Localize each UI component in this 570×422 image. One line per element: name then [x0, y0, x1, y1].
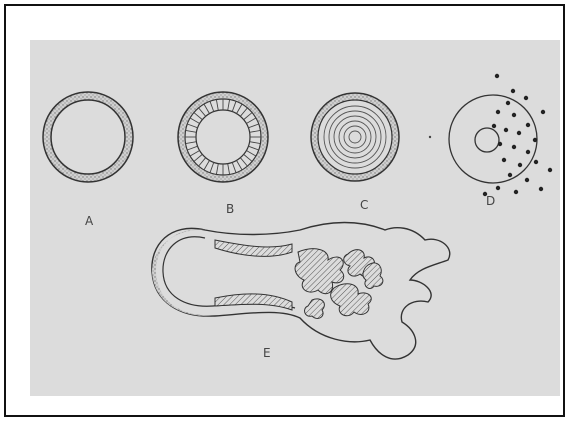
- figure-c-concentric-rings: [311, 93, 399, 181]
- label-a: A: [85, 214, 93, 228]
- label-b: B: [226, 202, 234, 216]
- figure-a-ring: [43, 92, 133, 182]
- scanned-diagram: A B C D E: [30, 40, 560, 396]
- figure-d-dotted-cell: [429, 74, 552, 196]
- figure-e-elongated-structure: [152, 223, 450, 360]
- label-c: C: [360, 198, 368, 212]
- slide-frame: A B C D E: [4, 4, 565, 417]
- label-d: D: [486, 194, 495, 208]
- figure-b-segmented-ring: [178, 92, 268, 182]
- diagram-svg: [30, 40, 560, 396]
- label-e: E: [263, 346, 271, 360]
